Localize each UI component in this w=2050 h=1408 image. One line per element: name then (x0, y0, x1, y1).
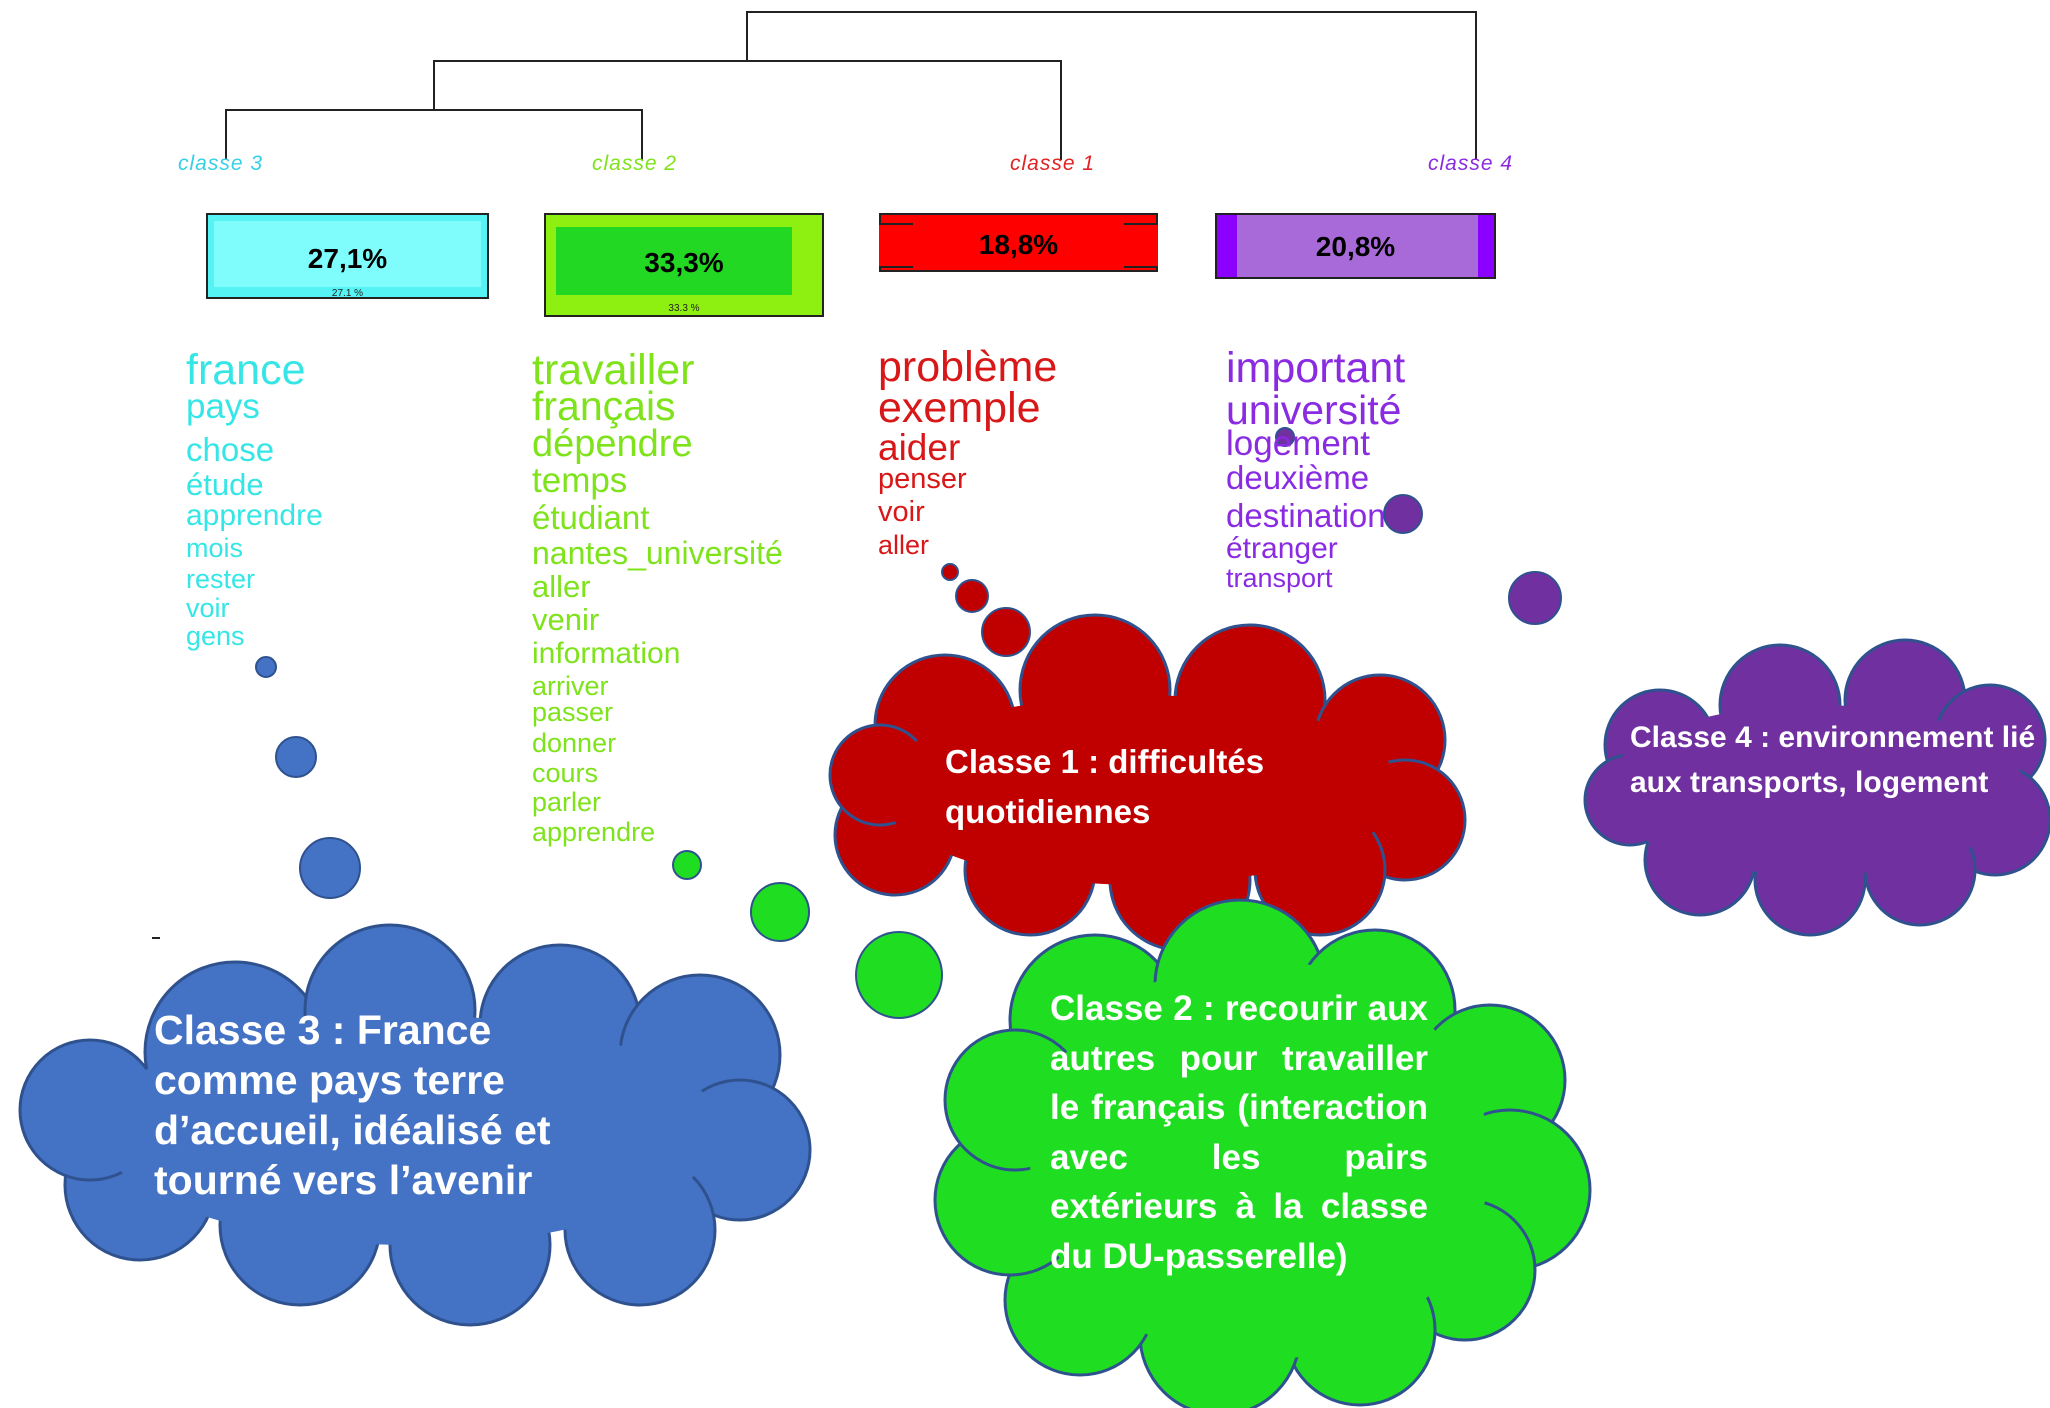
dendrogram (225, 11, 1477, 160)
word: aider (878, 427, 961, 468)
classe3-word-list: france pays chose étude apprendre mois r… (186, 346, 323, 651)
classe1-label: classe 1 (1010, 152, 1096, 175)
classe3-percent-small: 27.1 % (331, 288, 364, 299)
classe1-percent-box: 18,8% (879, 213, 1158, 272)
word: deuxième (1226, 459, 1370, 496)
word: passer (532, 697, 614, 727)
word: nantes_université (532, 535, 783, 571)
classe1-cloud-text: Classe 1 : difficultés quotidiennes (945, 743, 1265, 830)
classe4-percent: 20,8% (1315, 231, 1396, 262)
word: information (532, 637, 681, 670)
word: travailler (532, 346, 695, 394)
word: pays (186, 387, 260, 426)
word: temps (532, 461, 628, 500)
word: voir (186, 593, 230, 623)
word: aller (532, 569, 591, 604)
word: dépendre (532, 423, 693, 465)
cloud-classe4 (1583, 638, 2050, 937)
classe3-percent-box: 27,1% 27.1 % (206, 213, 489, 299)
classe4-label: classe 4 (1428, 152, 1514, 175)
classe2-percent-small: 33.3 % (668, 303, 700, 314)
classe3-label: classe 3 (178, 152, 264, 175)
word: mois (186, 533, 244, 563)
word: français (532, 383, 676, 429)
word: important (1226, 344, 1406, 392)
word: chose (186, 431, 275, 468)
word: donner (532, 728, 617, 758)
classe2-label: classe 2 (592, 152, 678, 175)
cloud-classe3 (18, 923, 812, 1327)
classe4-cloud-text: Classe 4 : environnement lié aux transpo… (1630, 721, 2036, 799)
word: université (1226, 387, 1402, 433)
word: étude (186, 467, 264, 502)
word: logement (1226, 424, 1370, 463)
classe2-percent: 33,3% (644, 247, 724, 278)
classe4-percent-box: 20,8% (1215, 213, 1496, 279)
word: venir (532, 602, 600, 637)
word: penser (878, 463, 967, 495)
word: rester (186, 564, 256, 594)
word: problème (878, 343, 1058, 391)
cloud-classe2 (933, 898, 1592, 1408)
word: destination (1226, 497, 1386, 534)
word: transport (1226, 563, 1333, 593)
classe4-word-list: important université logement deuxième d… (1226, 346, 1405, 592)
word: france (186, 346, 306, 394)
classe3-percent: 27,1% (307, 243, 388, 274)
classe1-percent: 18,8% (978, 229, 1059, 260)
word: cours (532, 758, 599, 788)
bubbles-classe3 (255, 656, 361, 899)
classe1-word-list: problème exemple aider penser voir aller (878, 343, 1058, 560)
classe2-word-list: travailler français dépendre temps étudi… (532, 346, 783, 847)
cloud-classe1 (828, 613, 1467, 952)
bubbles-classe1 (941, 563, 1031, 657)
word: apprendre (532, 817, 656, 847)
classe2-percent-box: 33,3% 33.3 % (544, 213, 824, 317)
classe2-cloud-text: Classe 2 : recourir aux autres pour trav… (1050, 989, 1428, 1276)
word: exemple (878, 384, 1041, 432)
word: parler (532, 787, 602, 817)
classe3-cloud-text: Classe 3 : France comme pays terre d’acc… (154, 1007, 551, 1203)
bubbles-classe4 (1275, 427, 1562, 625)
word: étranger (1226, 532, 1338, 565)
word: gens (186, 621, 245, 651)
word: arriver (532, 671, 609, 701)
word: apprendre (186, 499, 323, 532)
word: étudiant (532, 499, 650, 536)
word: voir (878, 496, 925, 528)
bubbles-classe2 (672, 850, 943, 1019)
word: aller (878, 530, 930, 560)
